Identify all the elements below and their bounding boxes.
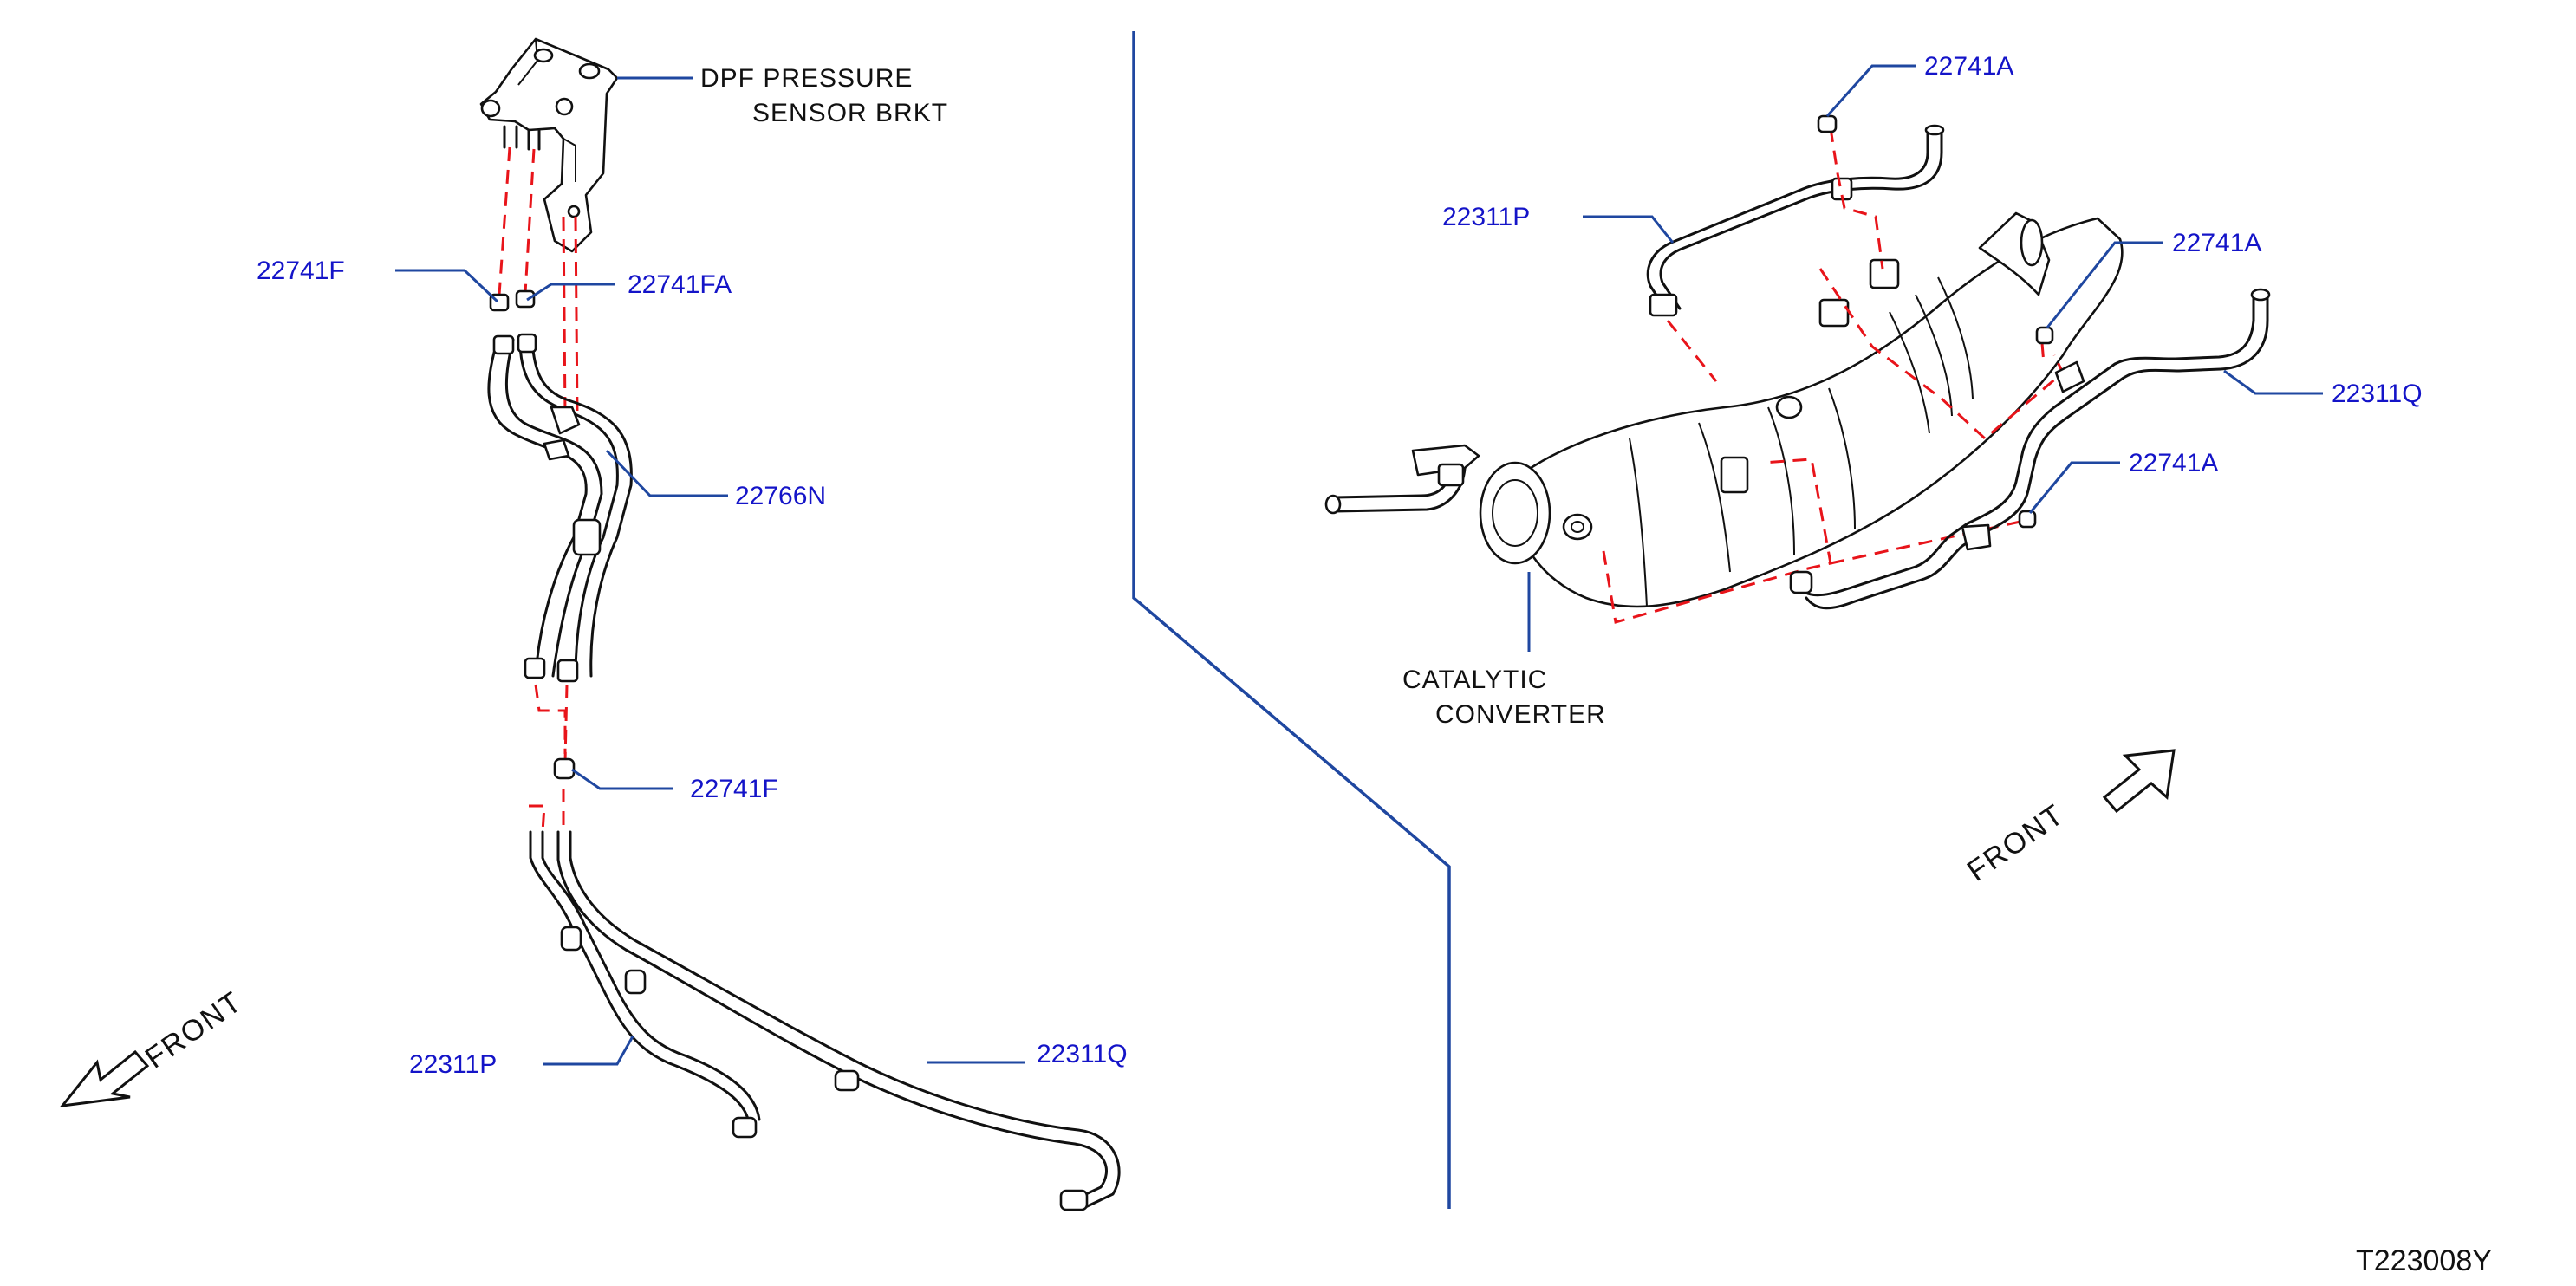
connection-dash-right-f [2040, 342, 2046, 365]
clip-22741fa-upper [515, 289, 536, 309]
leader-22766n [605, 449, 728, 497]
label-22311p-left: 22311P [409, 1050, 497, 1079]
label-22311q-right: 22311Q [2332, 380, 2423, 408]
label-22741a-top: 22741A [1924, 52, 2013, 81]
hose-assembly-22766n [487, 333, 633, 683]
left-panel: DPF PRESSURE SENSOR BRKT 22741F 22741FA [59, 37, 1128, 1211]
panel-divider-line [1132, 31, 1451, 1209]
diagram-reference-code: T223008Y [2356, 1244, 2492, 1277]
connection-dash-lower-b [563, 684, 569, 763]
label-22766n: 22766N [735, 482, 826, 510]
bracket-label-line2: SENSOR BRKT [752, 99, 948, 127]
right-panel: CATALYTIC CONVERTER 22311P 22741A 22741A [1324, 52, 2423, 888]
label-22741a-right-lower: 22741A [2129, 449, 2218, 477]
tube-22311q-right [1789, 288, 2271, 610]
leader-22741fa-upper [526, 283, 615, 302]
front-arrow-right: FRONT [1961, 749, 2176, 888]
label-22311q-left: 22311Q [1037, 1040, 1128, 1068]
bracket-label-line1: DPF PRESSURE [700, 64, 913, 93]
label-22741fa-upper: 22741FA [628, 270, 732, 299]
leader-22311p-left [543, 1036, 634, 1066]
connection-dash-upper-left [498, 146, 511, 296]
connection-dash-lower-a [534, 684, 567, 754]
front-label-left: FRONT [140, 985, 249, 1075]
leader-22741a-right-lower [2028, 461, 2120, 514]
leader-22741f-lower [571, 768, 673, 790]
leader-22741a-top [1825, 64, 1916, 118]
label-22741f-lower: 22741F [690, 775, 778, 803]
connection-dash-right-a [1666, 320, 1718, 382]
connection-dash-lower-d [529, 804, 546, 833]
clip-22741a-right-upper [2035, 326, 2054, 345]
front-label-right: FRONT [1961, 798, 2071, 888]
catalytic-converter [1324, 211, 2124, 608]
connection-dash-bracket-b [574, 216, 579, 417]
connection-dash-bracket-a [562, 216, 567, 417]
leader-22311q-right [2223, 369, 2323, 395]
label-22741a-right-upper: 22741A [2172, 229, 2261, 257]
connection-dash-right-b [1829, 127, 1884, 270]
converter-label-line1: CATALYTIC [1402, 666, 1547, 694]
clip-22741a-right-lower [2018, 510, 2037, 529]
connection-dash-upper-mid [524, 148, 536, 294]
dpf-pressure-sensor-bracket [479, 37, 619, 253]
label-22741f-upper: 22741F [257, 257, 345, 285]
connection-dash-right-d [1602, 458, 1832, 624]
tube-22311q-left [556, 830, 1121, 1211]
leader-22741f-upper [395, 269, 499, 303]
tube-22311p-right [1646, 124, 1945, 317]
front-arrow-left: FRONT [59, 985, 249, 1107]
label-22311p-right: 22311P [1442, 203, 1530, 231]
clip-22741f-lower [553, 757, 576, 780]
leader-22311p-right [1583, 215, 1675, 244]
clip-22741a-top [1817, 114, 1838, 133]
leader-22741a-right-upper [2046, 241, 2163, 328]
converter-label-line2: CONVERTER [1435, 700, 1606, 729]
